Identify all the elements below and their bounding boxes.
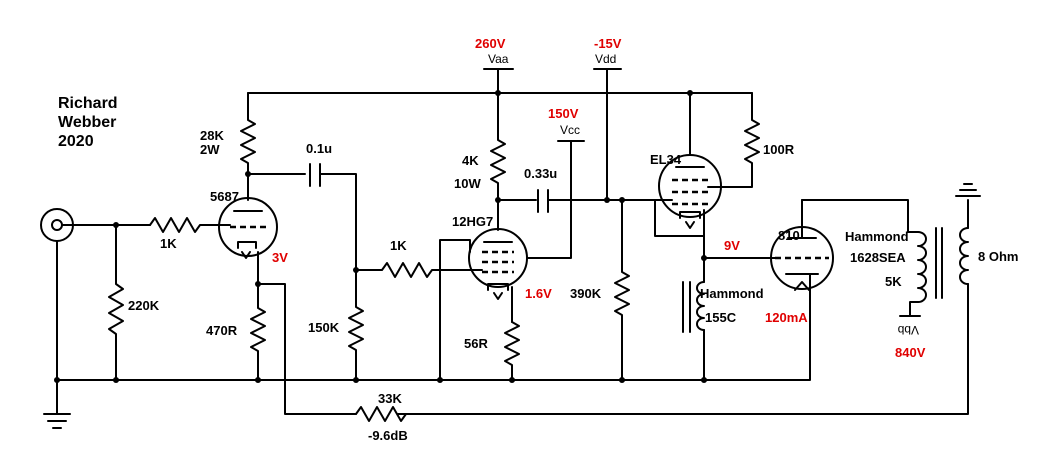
r-plate3-label: 100R	[763, 142, 795, 157]
tube-v4-label: 810	[778, 228, 800, 243]
r-fb-label: 33K	[378, 391, 402, 406]
tube-v2-label: 12HG7	[452, 214, 493, 229]
choke-brand: Hammond	[700, 286, 764, 301]
c2-label: 0.33u	[524, 166, 557, 181]
vdd-name: Vdd	[595, 52, 616, 66]
fb-gain-label: -9.6dB	[368, 428, 408, 443]
vdd-rail: -15V Vdd	[593, 36, 622, 201]
resistor-33k-feedback: 33K -9.6dB	[355, 391, 408, 443]
resistor-150k: 150K	[308, 269, 364, 381]
capacitor-0-1u: 0.1u	[306, 141, 357, 271]
r-cath2-label: 56R	[464, 336, 488, 351]
output-transformer: Hammond 1628SEA 5K 8 Ohm Vbb 840V	[397, 183, 1018, 415]
vaa-rail: 260V Vaa	[247, 36, 753, 94]
ot-model: 1628SEA	[850, 250, 906, 265]
vcc-voltage: 150V	[548, 106, 579, 121]
r-cath1-label: 470R	[206, 323, 238, 338]
tube-12hg7: 12HG7 1.6V	[439, 214, 552, 381]
r-plate2-power: 10W	[454, 176, 481, 191]
author-year: 2020	[58, 133, 94, 150]
vaa-voltage: 260V	[475, 36, 506, 51]
resistor-1k-input: 1K	[149, 217, 219, 251]
vdd-voltage: -15V	[594, 36, 622, 51]
resistor-100r: 100R	[707, 92, 795, 188]
resistor-390k: 390K	[570, 199, 630, 381]
r-plate2-value: 4K	[462, 153, 479, 168]
junction-dots	[54, 90, 707, 383]
r-in-label: 1K	[160, 236, 177, 251]
author-first-name: Richard	[58, 95, 118, 112]
resistor-4k: 4K 10W	[454, 92, 506, 231]
speaker-impedance: 8 Ohm	[978, 249, 1018, 264]
author-last-name: Webber	[58, 114, 116, 131]
ot-brand: Hammond	[845, 229, 909, 244]
ot-impedance: 5K	[885, 274, 902, 289]
tube-el34: EL34	[650, 92, 722, 237]
ground-bus	[56, 324, 811, 381]
feedback-wire	[257, 283, 357, 415]
ground-icon	[43, 413, 71, 429]
tube-810: 810 120mA	[765, 199, 909, 326]
resistor-56r: 56R	[464, 321, 520, 381]
resistor-1k-stopper: 1K	[355, 238, 471, 278]
resistor-470r: 470R	[206, 279, 266, 381]
resistor-220k: 220K	[108, 224, 160, 381]
vbb-name: Vbb	[897, 323, 919, 337]
vcc-name: Vcc	[560, 123, 580, 137]
r-plate1-power: 2W	[200, 142, 220, 157]
r-grid-label: 220K	[128, 298, 160, 313]
v4-current: 120mA	[765, 310, 808, 325]
choke-model: 155C	[705, 310, 737, 325]
r-plate1-value: 28K	[200, 128, 224, 143]
v1-cathode-voltage: 3V	[272, 250, 288, 265]
vaa-name: Vaa	[488, 52, 509, 66]
choke-155c: Hammond 155C	[682, 257, 764, 381]
v4-grid-voltage: 9V	[724, 238, 740, 253]
c1-label: 0.1u	[306, 141, 332, 156]
r-stop2-label: 1K	[390, 238, 407, 253]
tube-5687: 5687 3V	[210, 189, 288, 281]
tube-v1-label: 5687	[210, 189, 239, 204]
resistor-28k: 28K 2W	[200, 92, 256, 201]
r-grid2-label: 150K	[308, 320, 340, 335]
author-block: Richard Webber 2020	[58, 95, 118, 150]
vcc-rail: 150V Vcc	[527, 106, 585, 259]
vbb-voltage: 840V	[895, 345, 926, 360]
tube-v3-label: EL34	[650, 152, 682, 167]
v2-cathode-voltage: 1.6V	[525, 286, 552, 301]
capacitor-0-33u: 0.33u	[524, 166, 656, 213]
r-grid3-label: 390K	[570, 286, 602, 301]
